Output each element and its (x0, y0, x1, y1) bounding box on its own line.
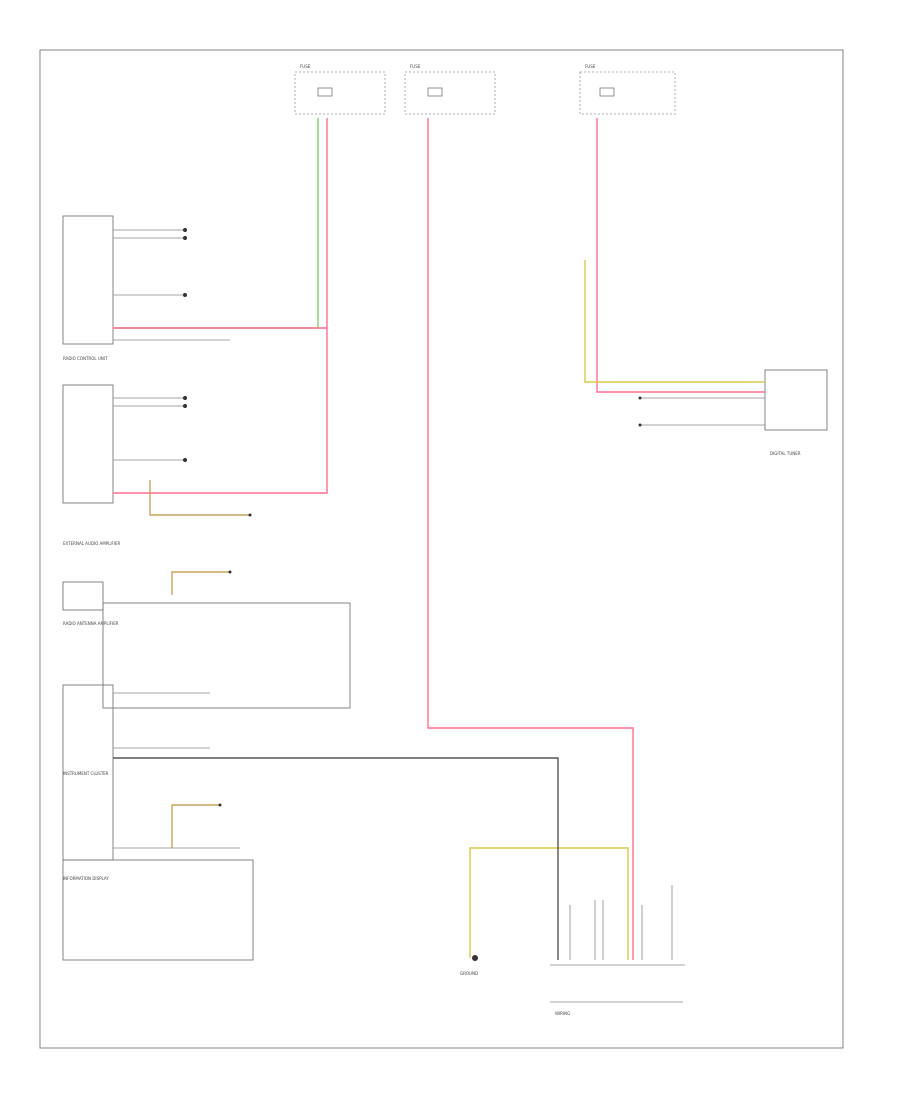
wire-black (113, 757, 559, 960)
info-display-box (62, 859, 254, 961)
antenna-module-label: RADIO ANTENNA AMPLIFIER (63, 621, 119, 626)
connector-pin-icon (638, 423, 642, 427)
connector-pin-icon (183, 396, 187, 400)
connector-pin-icon (183, 458, 187, 462)
connector-pin-icon (638, 396, 642, 400)
connector-pin-icon (183, 236, 187, 240)
antenna-module-box (62, 581, 104, 611)
antenna-module-extension (102, 602, 351, 709)
connector-pins (183, 228, 642, 807)
wire-tan-antenna (171, 571, 230, 595)
wire-green (113, 118, 319, 329)
wire-pink-left (113, 118, 328, 494)
wire-tan-display (171, 804, 220, 848)
ground-label: GROUND (460, 971, 478, 976)
fuse-block-right: FUSE (579, 64, 676, 115)
diagram-frame (39, 49, 844, 1049)
ground-icon (472, 955, 478, 961)
wire-pink-right (596, 118, 765, 393)
wire-group (113, 118, 765, 960)
fuse-block-left: FUSE (294, 64, 386, 115)
radio-control-unit-box (62, 215, 114, 345)
wire-pink-center (427, 118, 634, 960)
fuse-icon (317, 87, 333, 97)
wire-yellow-right (584, 260, 765, 383)
connector-pin-icon (183, 404, 187, 408)
fuse-icon (427, 87, 443, 97)
radio-control-unit-label: RADIO CONTROL UNIT (63, 356, 108, 361)
digital-tuner-label: DIGITAL TUNER (770, 451, 801, 456)
footer-label: WIRING (555, 1011, 570, 1016)
connector-pin-icon (248, 513, 252, 517)
digital-tuner-box (764, 369, 828, 431)
fuse-label-center: FUSE (410, 64, 421, 69)
amplifier-label: EXTERNAL AUDIO AMPLIFIER (63, 541, 121, 546)
fuse-block-center: FUSE (404, 64, 496, 115)
info-display-label: INFORMATION DISPLAY (63, 876, 109, 881)
connector-pin-icon (228, 570, 232, 574)
amplifier-box (62, 384, 114, 504)
instrument-cluster-label: INSTRUMENT CLUSTER (63, 771, 109, 776)
connector-pin-icon (183, 228, 187, 232)
wire-tan-amp (149, 480, 250, 516)
fuse-icon (599, 87, 615, 97)
wire-yellow-bottom (469, 847, 629, 960)
connector-pin-icon (183, 293, 187, 297)
fuse-label-right: FUSE (585, 64, 596, 69)
fuse-label-left: FUSE (300, 64, 311, 69)
connector-pin-icon (218, 803, 222, 807)
